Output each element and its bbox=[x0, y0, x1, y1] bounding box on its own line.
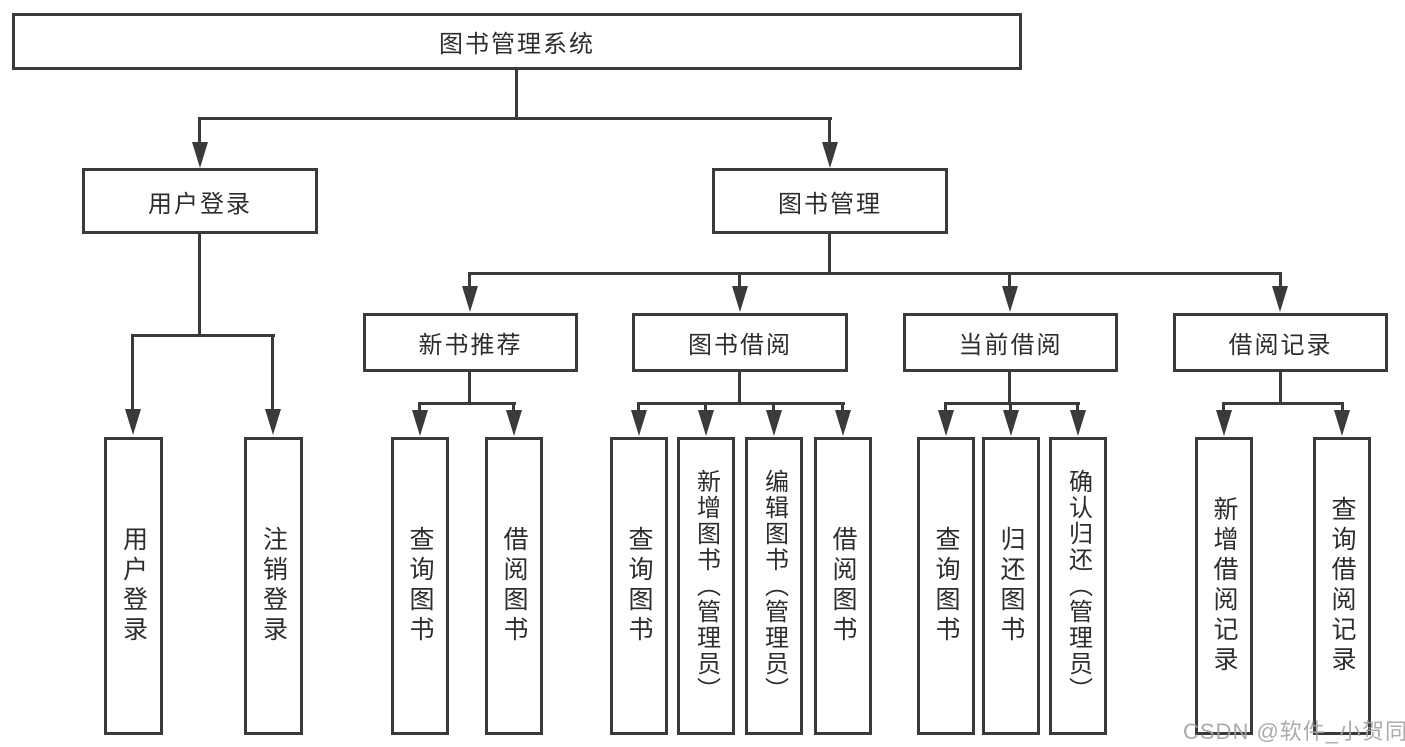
arrow-down-icon bbox=[938, 410, 954, 436]
node-label: 查询图书 bbox=[406, 526, 434, 646]
node-label: 查询借阅记录 bbox=[1328, 496, 1356, 676]
node-label: 借阅图书 bbox=[500, 526, 528, 646]
node-label: 注销登录 bbox=[259, 526, 288, 646]
connector-line bbox=[944, 402, 1080, 405]
connector-line bbox=[198, 117, 201, 145]
leaf-add-borrow-record: 新增借阅记录 bbox=[1195, 437, 1253, 735]
node-label: 新增借阅记录 bbox=[1210, 496, 1238, 676]
leaf-query-borrow-record: 查询借阅记录 bbox=[1313, 437, 1371, 735]
arrow-down-icon bbox=[506, 410, 522, 436]
connector-line bbox=[198, 233, 201, 337]
arrow-down-icon bbox=[1216, 410, 1232, 436]
node-label: 新增图书（管理员） bbox=[692, 469, 720, 703]
connector-line bbox=[418, 402, 421, 415]
leaf-borrow-books: 借阅图书 bbox=[814, 437, 872, 735]
connector-line bbox=[1008, 272, 1011, 290]
connector-line bbox=[1008, 371, 1011, 405]
node-book-management: 图书管理 bbox=[712, 168, 948, 234]
connector-line bbox=[1222, 402, 1344, 405]
node-label: 查询图书 bbox=[625, 526, 653, 646]
node-label: 图书管理 bbox=[778, 190, 882, 218]
connector-line bbox=[1009, 402, 1012, 415]
leaf-borrow-books-recommend: 借阅图书 bbox=[485, 437, 543, 735]
node-label: 借阅记录 bbox=[1228, 332, 1333, 359]
connector-line bbox=[512, 402, 515, 415]
arrow-down-icon bbox=[732, 286, 748, 312]
arrow-down-icon bbox=[192, 142, 208, 168]
arrow-down-icon bbox=[462, 286, 478, 312]
node-current-borrowing: 当前借阅 bbox=[903, 313, 1118, 372]
connector-line bbox=[1279, 371, 1282, 405]
arrow-down-icon bbox=[766, 410, 782, 436]
connector-line bbox=[515, 70, 518, 120]
arrow-down-icon bbox=[698, 410, 714, 436]
connector-line bbox=[468, 272, 1282, 275]
connector-line bbox=[637, 402, 640, 415]
connector-line bbox=[131, 334, 275, 337]
connector-line bbox=[944, 402, 947, 415]
node-label: 归还图书 bbox=[997, 526, 1025, 646]
node-label: 查询图书 bbox=[932, 526, 960, 646]
arrow-down-icon bbox=[835, 410, 851, 436]
connector-line bbox=[738, 371, 741, 405]
node-label: 图书管理系统 bbox=[439, 31, 595, 58]
node-new-book-recommendation: 新书推荐 bbox=[363, 313, 578, 372]
connector-line bbox=[198, 117, 832, 120]
leaf-edit-books-admin: 编辑图书（管理员） bbox=[745, 437, 803, 735]
arrow-down-icon bbox=[1334, 410, 1350, 436]
arrow-down-icon bbox=[631, 410, 647, 436]
connector-line bbox=[704, 402, 707, 415]
connector-line bbox=[828, 233, 831, 274]
connector-line bbox=[1279, 272, 1282, 290]
arrow-down-icon bbox=[412, 410, 428, 436]
leaf-return-books: 归还图书 bbox=[982, 437, 1040, 735]
node-label: 借阅图书 bbox=[829, 526, 857, 646]
node-user-login: 用户登录 bbox=[82, 168, 318, 234]
leaf-add-books-admin: 新增图书（管理员） bbox=[677, 437, 735, 735]
arrow-down-icon bbox=[1272, 286, 1288, 312]
node-label: 编辑图书（管理员） bbox=[760, 469, 788, 703]
connector-line bbox=[418, 402, 516, 405]
leaf-query-books-current: 查询图书 bbox=[917, 437, 975, 735]
node-label: 用户登录 bbox=[119, 526, 148, 646]
node-label: 新书推荐 bbox=[418, 332, 523, 359]
node-label: 图书借阅 bbox=[688, 332, 792, 359]
arrow-down-icon bbox=[125, 409, 141, 435]
connector-line bbox=[828, 117, 831, 145]
arrow-down-icon bbox=[1002, 286, 1018, 312]
node-label: 当前借阅 bbox=[958, 332, 1063, 359]
connector-line bbox=[1222, 402, 1225, 415]
connector-line bbox=[1341, 402, 1344, 415]
leaf-query-books-borrow: 查询图书 bbox=[610, 437, 668, 735]
leaf-user-login: 用户登录 bbox=[104, 437, 163, 735]
connector-line bbox=[468, 371, 471, 405]
leaf-logout: 注销登录 bbox=[244, 437, 303, 735]
arrow-down-icon bbox=[1070, 410, 1086, 436]
leaf-confirm-return-admin: 确认归还（管理员） bbox=[1049, 437, 1107, 735]
connector-line bbox=[1076, 402, 1079, 415]
leaf-query-books-recommend: 查询图书 bbox=[391, 437, 449, 735]
connector-line bbox=[772, 402, 775, 415]
connector-line bbox=[271, 334, 274, 414]
node-root-library-system: 图书管理系统 bbox=[12, 13, 1022, 70]
arrow-down-icon bbox=[1003, 410, 1019, 436]
connector-line bbox=[841, 402, 844, 415]
connector-line bbox=[131, 334, 134, 414]
node-label: 确认归还（管理员） bbox=[1064, 469, 1092, 703]
arrow-down-icon bbox=[265, 409, 281, 435]
connector-line bbox=[468, 272, 471, 290]
connector-line bbox=[637, 402, 845, 405]
node-borrowing-records: 借阅记录 bbox=[1173, 313, 1388, 372]
node-book-borrowing: 图书借阅 bbox=[632, 313, 848, 372]
node-label: 用户登录 bbox=[148, 190, 252, 218]
csdn-watermark: CSDN @软件_小贺同学 bbox=[1183, 719, 1405, 744]
connector-line bbox=[738, 272, 741, 290]
arrow-down-icon bbox=[822, 142, 838, 168]
